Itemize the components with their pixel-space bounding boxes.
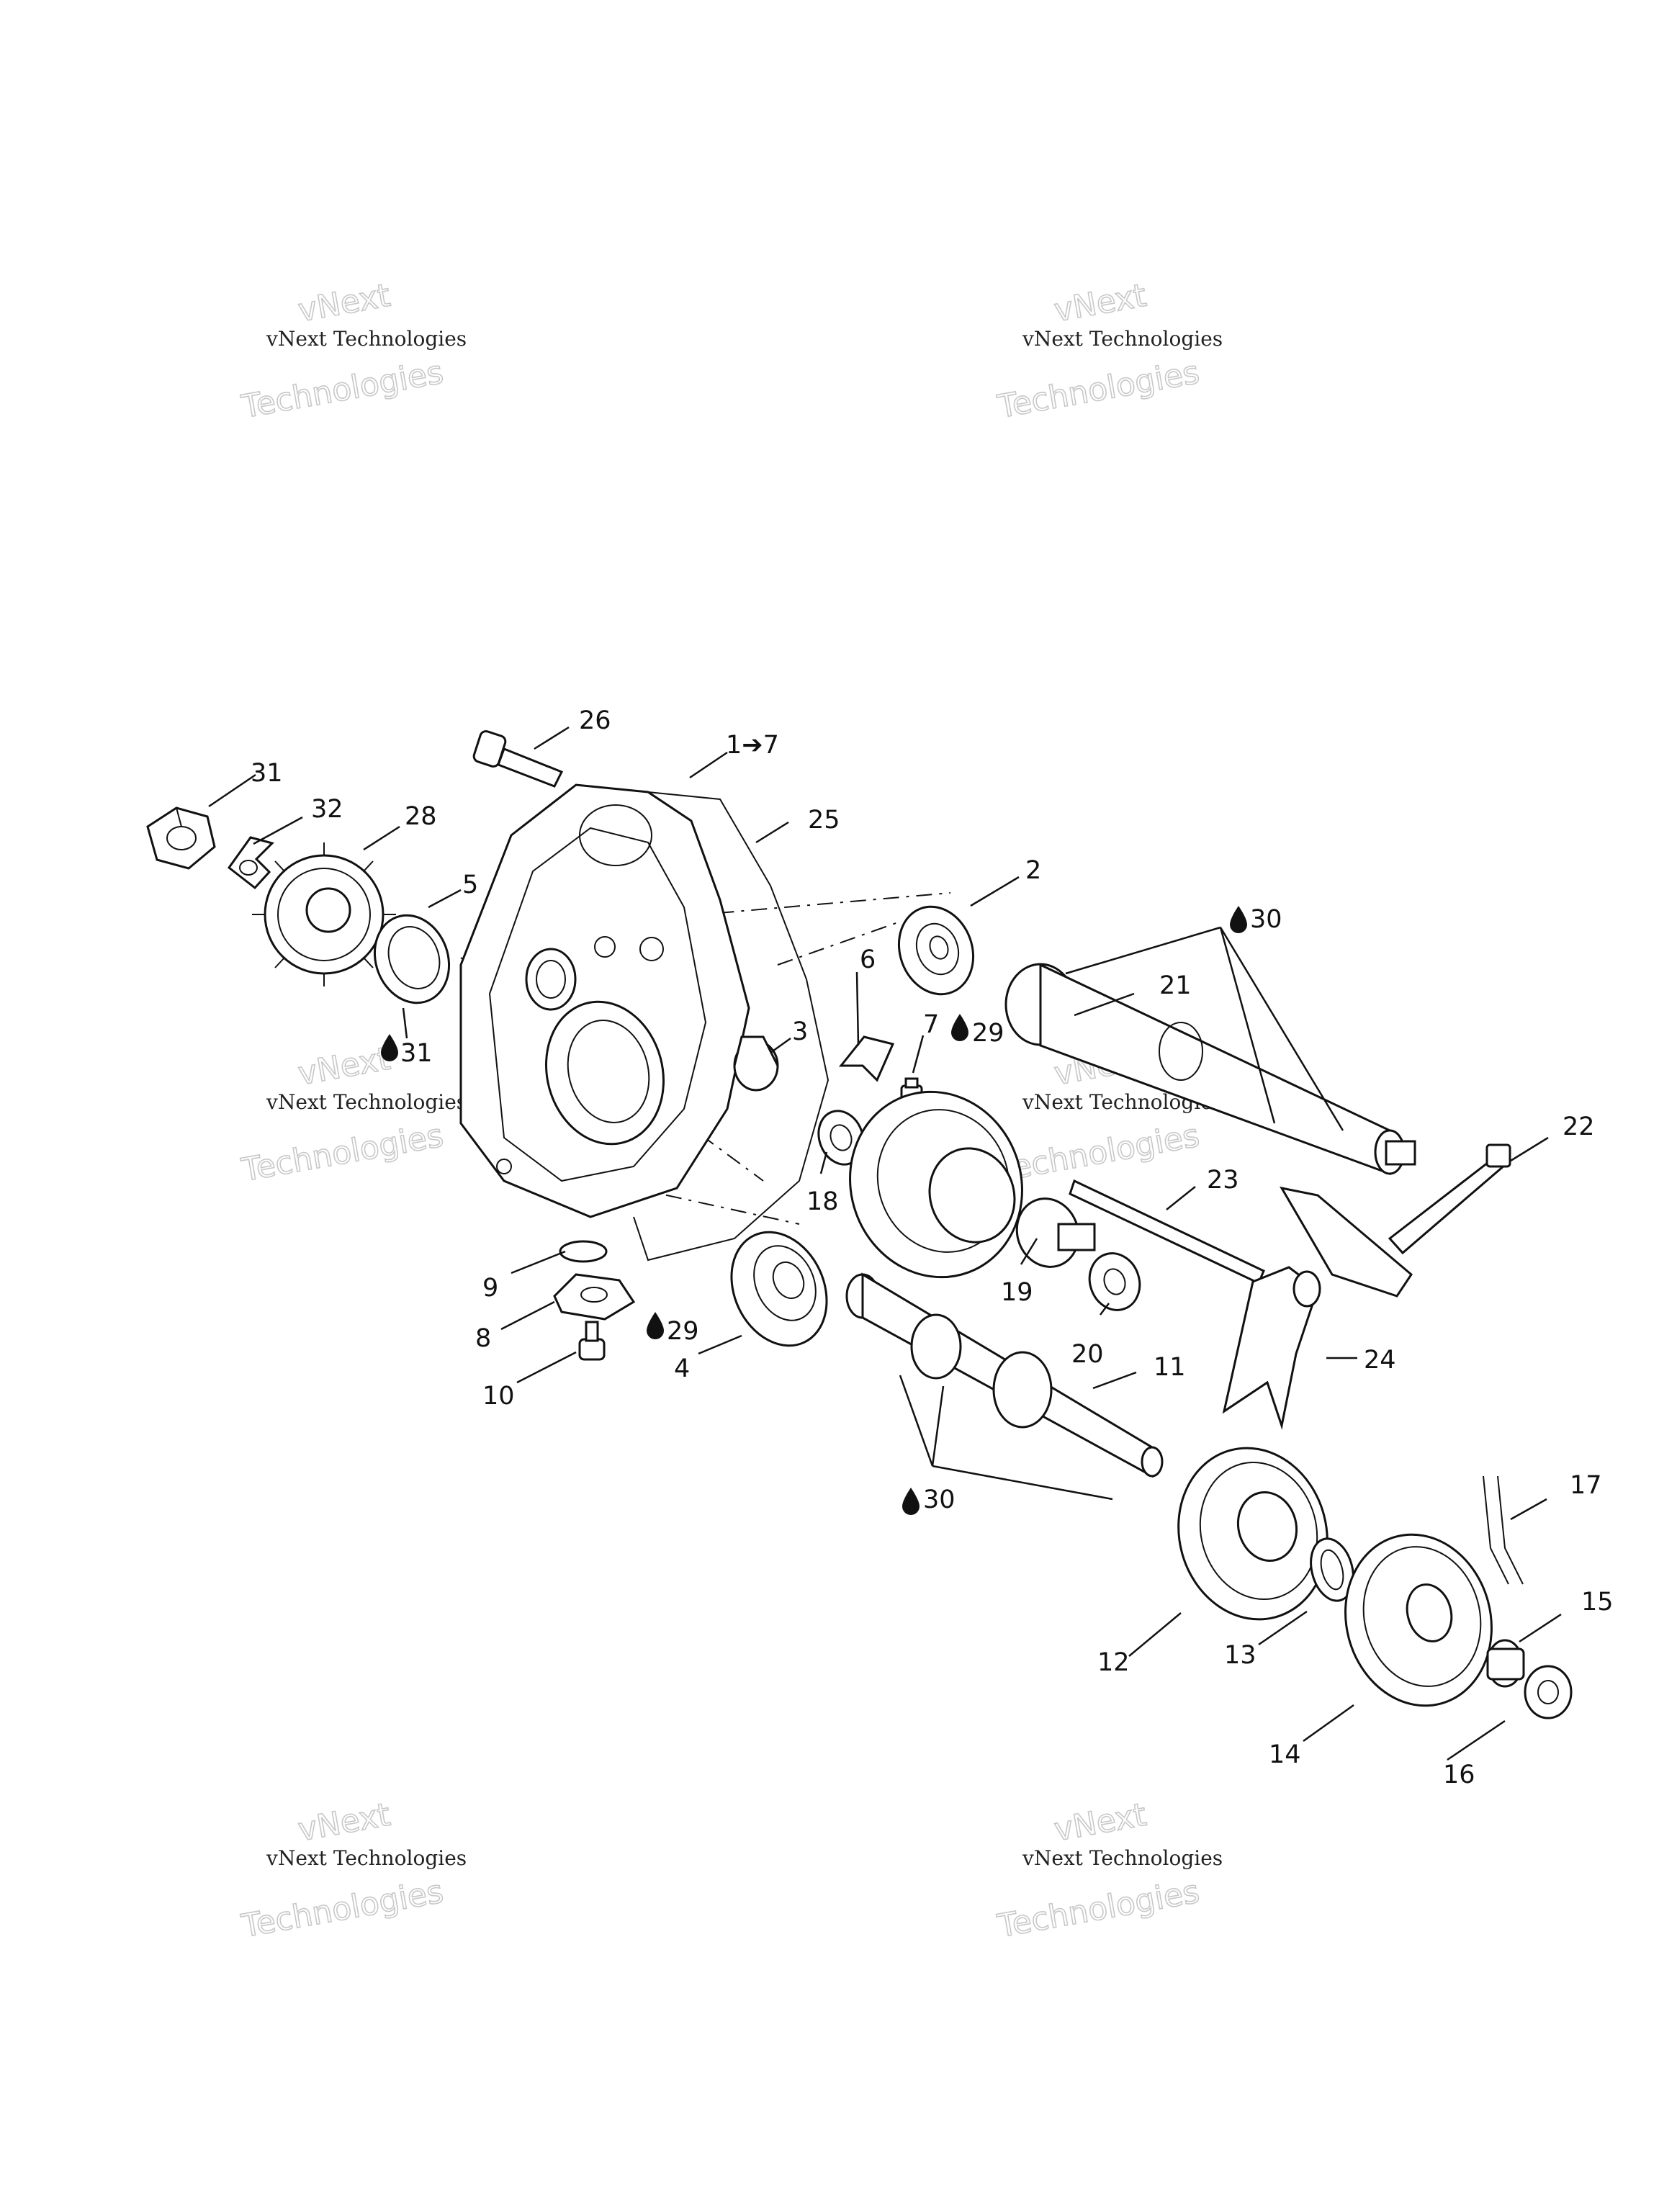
- callout-21: 21: [1159, 971, 1192, 1000]
- part-26-bolt: [472, 730, 564, 788]
- part-32-lock-washer: [227, 836, 274, 890]
- callout-9: 9: [482, 1274, 498, 1303]
- callout-16: 16: [1443, 1761, 1475, 1789]
- callout-2: 2: [1025, 856, 1041, 885]
- part-4-ball-bearing: [730, 1231, 828, 1347]
- watermark-bottom-left: vNext vNext Technologies Technologies: [238, 1796, 467, 1946]
- svg-text:vNext Technologies: vNext Technologies: [266, 1090, 467, 1114]
- oil-drop-icons: [381, 906, 1247, 1515]
- svg-text:vNext: vNext: [1051, 277, 1148, 330]
- callout-27: 28: [405, 802, 437, 831]
- callout-26: 26: [579, 706, 611, 735]
- part-14-sprocket: [1344, 1533, 1493, 1707]
- callout-28: 31: [251, 759, 283, 788]
- part-5-oil-seal: [373, 914, 451, 1004]
- oil-drop-icon-30b: [902, 1488, 920, 1515]
- svg-text:vNext Technologies: vNext Technologies: [1022, 327, 1223, 351]
- callout-4: 4: [674, 1354, 690, 1383]
- part-6-clip: [838, 1035, 895, 1082]
- part-28-nut: [146, 806, 216, 870]
- leader-lines: [208, 726, 1562, 1761]
- svg-text:Technologies: Technologies: [238, 354, 446, 426]
- callout-32: 32: [311, 795, 343, 824]
- callout-5: 5: [462, 871, 478, 899]
- svg-text:vNext: vNext: [295, 1040, 392, 1093]
- part-8-retainer: [553, 1273, 636, 1321]
- part-13-washer: [1310, 1537, 1354, 1602]
- callout-6: 6: [860, 945, 876, 974]
- part-20-washer: [1088, 1252, 1141, 1311]
- part-17-chain: [1483, 1475, 1524, 1585]
- part-10-screw: [578, 1321, 606, 1361]
- callout-30a: 30: [1250, 905, 1282, 934]
- callout-19: 19: [1001, 1278, 1033, 1307]
- callout-10: 10: [482, 1382, 515, 1411]
- callout-8: 8: [475, 1324, 491, 1353]
- callout-14: 14: [1269, 1740, 1301, 1769]
- part-21-main-shaft: [1004, 963, 1416, 1176]
- part-9-o-ring: [559, 1240, 608, 1263]
- part-16-washer: [1524, 1665, 1573, 1719]
- callout-3: 3: [792, 1017, 808, 1046]
- callout-7: 7: [923, 1010, 939, 1039]
- part-3-needle-bearing: [733, 1035, 779, 1092]
- watermark-top-left: vNext vNext Technologies Technologies: [238, 276, 467, 426]
- callout-22: 22: [1563, 1112, 1595, 1141]
- centerlines: [460, 892, 951, 1225]
- callout-12: 12: [1097, 1648, 1130, 1677]
- part-1-crankcase-cover: [459, 783, 750, 1218]
- callout-29a: 29: [972, 1019, 1004, 1048]
- part-27-sprocket: [252, 842, 396, 986]
- callout-13: 13: [1224, 1641, 1256, 1670]
- callout-29b: 29: [667, 1317, 699, 1346]
- callout-23: 23: [1207, 1166, 1239, 1195]
- svg-text:vNext: vNext: [295, 277, 392, 330]
- callout-11: 11: [1154, 1353, 1186, 1382]
- part-12-gear: [1177, 1447, 1328, 1621]
- callout-24: 24: [1364, 1346, 1396, 1375]
- part-24-shift-fork: [1222, 1266, 1321, 1430]
- part-15-needle-bearing: [1486, 1639, 1525, 1688]
- part-19-gear-cluster: [849, 1090, 1096, 1279]
- part-11-output-shaft: [845, 1272, 1164, 1478]
- oil-drop-icon-29a: [951, 1014, 968, 1041]
- callout-30b: 30: [923, 1485, 956, 1514]
- svg-text:Technologies: Technologies: [994, 1118, 1202, 1189]
- svg-text:Technologies: Technologies: [238, 1118, 446, 1189]
- callout-15: 15: [1581, 1588, 1614, 1617]
- svg-text:Technologies: Technologies: [994, 1874, 1202, 1945]
- oil-drop-icon-31: [381, 1034, 398, 1061]
- callout-18: 18: [806, 1187, 839, 1216]
- oil-drop-icon-29b: [647, 1312, 664, 1339]
- callout-25: 25: [808, 806, 840, 835]
- svg-text:vNext Technologies: vNext Technologies: [266, 327, 467, 351]
- callout-labels: 31 32 28 5 31 26 1➔7 25 2 6 7 29 3 18 30…: [251, 706, 1614, 1789]
- part-25-gasket: [633, 791, 830, 1262]
- svg-text:Technologies: Technologies: [238, 1874, 446, 1945]
- svg-text:vNext: vNext: [1051, 1797, 1148, 1849]
- svg-text:vNext Technologies: vNext Technologies: [1022, 1846, 1223, 1870]
- svg-text:vNext Technologies: vNext Technologies: [266, 1846, 467, 1870]
- watermark-bottom-right: vNext vNext Technologies Technologies: [994, 1796, 1223, 1946]
- part-22-shift-shaft: [1280, 1143, 1511, 1298]
- watermark-top-right: vNext vNext Technologies Technologies: [994, 276, 1223, 426]
- callout-31: 31: [400, 1039, 433, 1068]
- callout-17: 17: [1570, 1471, 1602, 1500]
- callout-20: 20: [1071, 1340, 1104, 1369]
- svg-text:vNext: vNext: [295, 1797, 392, 1849]
- svg-text:Technologies: Technologies: [994, 354, 1202, 426]
- part-2-ball-bearing: [897, 905, 975, 996]
- oil-drop-icon-30a: [1230, 906, 1247, 933]
- watermark-mid-left: vNext vNext Technologies Technologies: [238, 1040, 467, 1190]
- callout-1: 1➔7: [726, 731, 779, 760]
